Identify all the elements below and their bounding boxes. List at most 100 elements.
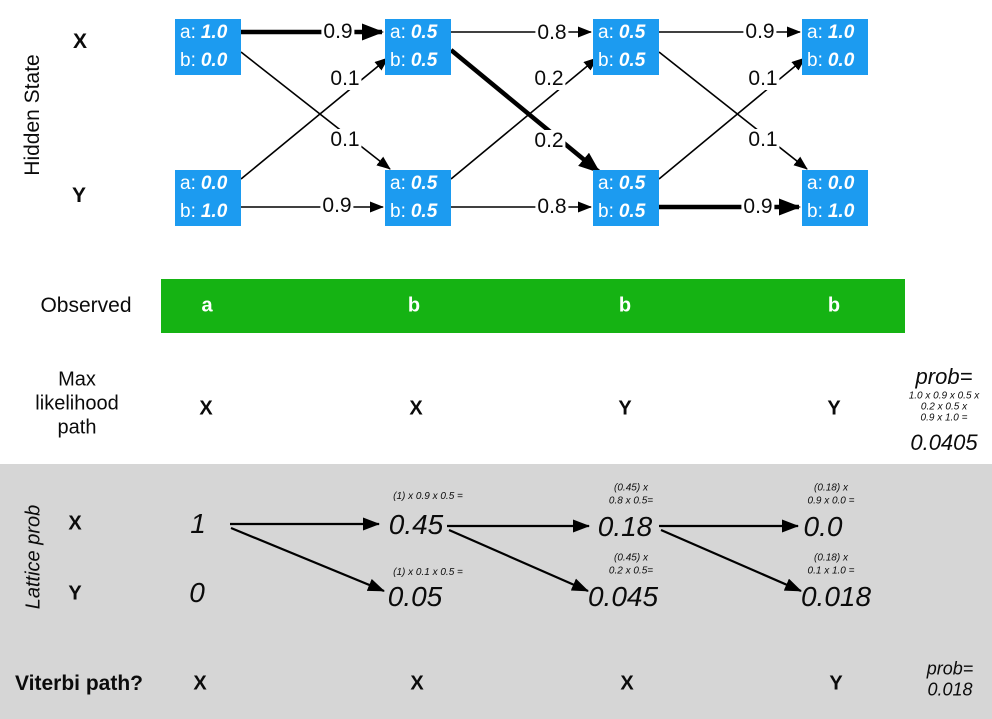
trellis-row-label-x: X	[72, 30, 88, 53]
transition-label-up-1: 0.1	[328, 67, 362, 90]
emission-value-a: 0.5	[618, 173, 646, 194]
emission-value-a: 0.0	[200, 173, 228, 194]
hmm-node-y3: a:0.5 b:0.5	[593, 170, 659, 226]
hmm-node-x2: a:0.5 b:0.5	[385, 19, 451, 75]
emission-key-b: b:	[180, 50, 196, 71]
ml-prob-factor: 0.2 x 0.5 x	[920, 401, 968, 413]
emission-value-a: 0.5	[618, 22, 646, 43]
emission-key-b: b:	[807, 201, 823, 222]
emission-line-a: a:0.5	[385, 170, 451, 198]
hidden-state-axis-label: Hidden State	[21, 54, 44, 176]
formula-line: (0.45) x	[614, 482, 648, 494]
emission-line-b: b:0.5	[593, 198, 659, 226]
lattice-value-x3: 0.18	[597, 511, 653, 542]
emission-key-a: a:	[180, 173, 196, 194]
ml-prob-factor: 1.0 x 0.9 x 0.5 x	[908, 390, 980, 402]
lattice-row-label-y: Y	[68, 582, 82, 605]
emission-value-b: 0.5	[618, 50, 646, 71]
lattice-formula-x2: (1) x 0.9 x 0.5 =	[393, 490, 463, 502]
emission-key-b: b:	[598, 201, 614, 222]
viterbi-prob-value: 0.018	[927, 679, 973, 700]
emission-value-b: 1.0	[827, 201, 855, 222]
lattice-value-y2: 0.05	[387, 581, 443, 612]
emission-line-a: a:0.5	[593, 170, 659, 198]
viterbi-state: X	[193, 672, 207, 695]
edge-y1-x2	[240, 57, 389, 180]
transition-label-top-1: 0.9	[321, 20, 355, 43]
observed-value: b	[827, 294, 841, 317]
transition-label-bottom-2: 0.8	[535, 195, 569, 218]
emission-line-a: a:0.5	[385, 19, 451, 47]
emission-value-a: 1.0	[827, 22, 855, 43]
emission-value-a: 0.0	[827, 173, 855, 194]
lattice-value-y1: 0	[189, 577, 205, 608]
formula-line: 0.8 x 0.5=	[608, 495, 654, 506]
emission-line-b: b:1.0	[802, 198, 868, 226]
viterbi-state: X	[620, 672, 634, 695]
transition-label-up-2: 0.2	[532, 67, 566, 90]
observed-label: Observed	[40, 294, 132, 317]
emission-line-b: b:0.5	[385, 47, 451, 75]
hmm-node-x1: a:1.0 b:0.0	[175, 19, 241, 75]
emission-key-a: a:	[390, 22, 406, 43]
lattice-formula-y2: (1) x 0.1 x 0.5 =	[393, 566, 463, 578]
ml-path-state: X	[409, 397, 423, 420]
hmm-node-y2: a:0.5 b:0.5	[385, 170, 451, 226]
emission-key-b: b:	[807, 50, 823, 71]
edge-y3-x4	[658, 57, 806, 180]
transition-label-down-1: 0.1	[328, 128, 362, 151]
transition-label-bottom-3: 0.9	[741, 195, 775, 218]
emission-value-a: 1.0	[200, 22, 228, 43]
trellis-row-label-y: Y	[71, 184, 87, 207]
formula-line: 0.2 x 0.5=	[608, 565, 654, 576]
emission-key-b: b:	[598, 50, 614, 71]
emission-line-b: b:0.0	[175, 47, 241, 75]
emission-key-b: b:	[180, 201, 196, 222]
ml-prob-title: prob=	[915, 364, 973, 389]
emission-line-a: a:0.0	[802, 170, 868, 198]
edge-x1-y2	[240, 51, 391, 170]
viterbi-prob-title: prob=	[926, 658, 974, 679]
emission-key-a: a:	[807, 173, 823, 194]
formula-line: (0.45) x	[614, 552, 648, 564]
edge-x2-y3-bold	[449, 48, 601, 174]
lattice-value-y3: 0.045	[587, 581, 659, 612]
emission-value-b: 0.5	[410, 50, 438, 71]
ml-prob-factor: 0.9 x 1.0 =	[920, 412, 968, 424]
emission-value-b: 0.5	[410, 201, 438, 222]
emission-line-a: a:0.5	[593, 19, 659, 47]
edge-y2-x3	[450, 57, 598, 180]
transition-label-up-3: 0.1	[746, 67, 780, 90]
ml-path-label-line: path	[57, 416, 97, 439]
emission-line-a: a:1.0	[802, 19, 868, 47]
lattice-value-x1: 1	[190, 508, 206, 539]
emission-key-a: a:	[598, 173, 614, 194]
transition-label-down-2: 0.2	[532, 129, 566, 152]
emission-key-a: a:	[390, 173, 406, 194]
ml-path-label-line: likelihood	[35, 392, 119, 415]
emission-value-b: 1.0	[200, 201, 228, 222]
emission-value-b: 0.0	[827, 50, 855, 71]
lattice-row-label-x: X	[68, 512, 82, 535]
viterbi-state: X	[410, 672, 424, 695]
transition-label-top-2: 0.8	[535, 21, 569, 44]
ml-prob-value: 0.0405	[910, 430, 978, 455]
hmm-node-y4: a:0.0 b:1.0	[802, 170, 868, 226]
transition-label-down-3: 0.1	[746, 128, 780, 151]
viterbi-state: Y	[829, 672, 843, 695]
ml-path-state: X	[199, 397, 213, 420]
observed-bar	[161, 279, 905, 333]
observed-value: a	[201, 294, 213, 317]
observed-value: b	[618, 294, 632, 317]
viterbi-label: Viterbi path?	[15, 672, 143, 695]
lattice-axis-label: Lattice prob	[22, 504, 45, 610]
lattice-value-x4: 0.0	[803, 511, 843, 542]
hmm-node-y1: a:0.0 b:1.0	[175, 170, 241, 226]
emission-value-b: 0.0	[200, 50, 228, 71]
formula-line: (0.18) x	[814, 552, 848, 564]
emission-line-b: b:0.0	[802, 47, 868, 75]
emission-key-a: a:	[598, 22, 614, 43]
